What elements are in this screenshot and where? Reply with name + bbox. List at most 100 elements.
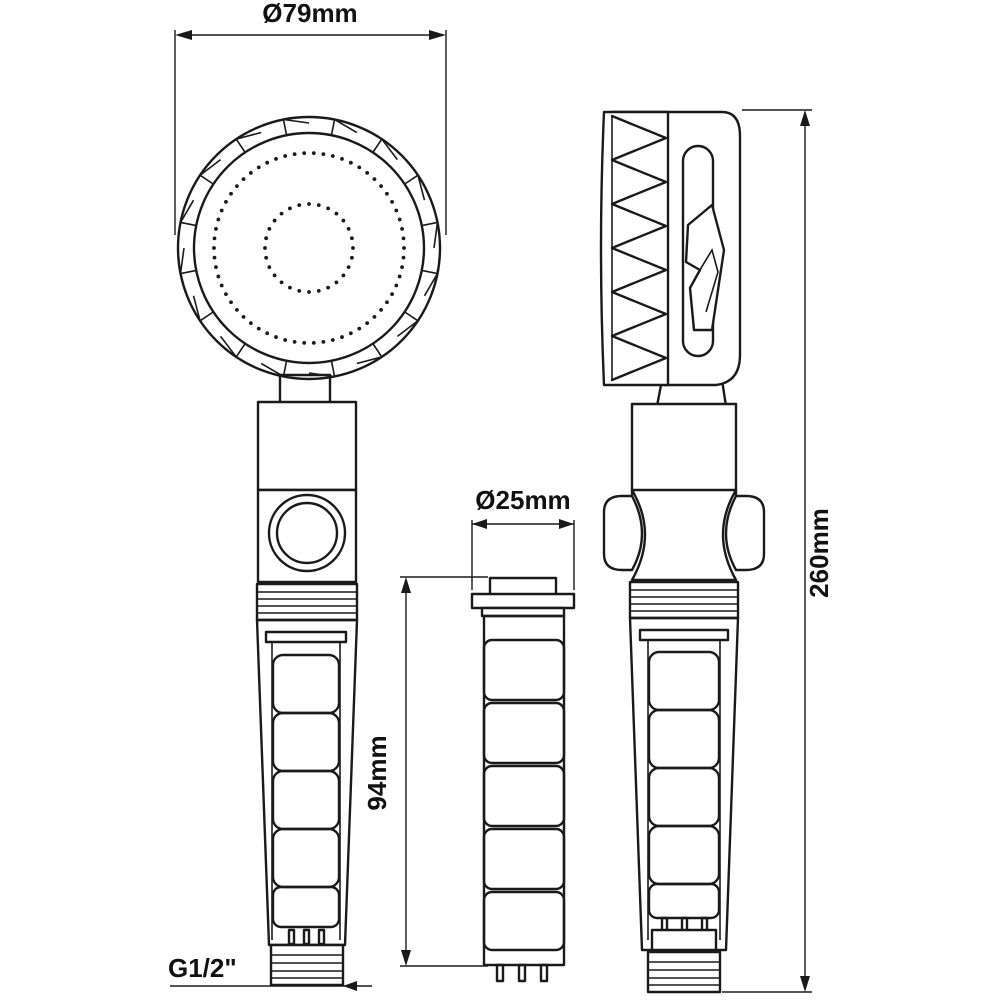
side-view <box>599 110 766 994</box>
side-button-right <box>724 494 766 572</box>
spray-nozzle-dot <box>302 340 307 345</box>
spray-nozzle-dot <box>341 273 346 278</box>
bezel-tick <box>199 311 214 322</box>
bezel-tick <box>199 174 214 185</box>
filter-diameter-label: Ø25mm <box>475 485 570 515</box>
spray-nozzle-dot <box>214 226 218 231</box>
bezel-tick <box>404 174 419 185</box>
g12-connector <box>269 943 345 987</box>
filter-housing <box>255 618 359 947</box>
spray-nozzle-dot <box>326 206 330 211</box>
bezel-tick <box>330 119 336 136</box>
bezel-bevel <box>219 335 237 358</box>
spray-nozzle-dot <box>272 273 277 278</box>
spray-nozzle-dot <box>346 265 351 269</box>
spray-nozzle-dot <box>402 246 406 250</box>
filter-cartridge <box>470 576 576 983</box>
thread-label: G1/2" <box>168 953 237 983</box>
head-inner-ring <box>192 131 426 365</box>
filter-length-dimension: 94mm <box>362 576 488 967</box>
spray-nozzle-dot <box>214 265 218 270</box>
bezel-tick <box>372 343 383 358</box>
filter-beads <box>271 653 341 929</box>
spray-nozzle-dot <box>379 307 383 312</box>
spray-nozzle-dot <box>264 236 269 241</box>
side-head-face <box>599 110 670 387</box>
spray-nozzle-dot <box>311 340 316 345</box>
bezel-tick <box>372 138 383 153</box>
bezel-bevel <box>308 372 335 378</box>
spray-nozzle-dot <box>326 285 330 290</box>
bezel-bevel <box>199 158 222 176</box>
side-button-left <box>602 494 644 572</box>
spray-nozzle-dot <box>241 177 246 182</box>
spray-nozzle-dot <box>316 288 321 293</box>
spray-nozzle-dot <box>357 165 362 170</box>
bezel-bevel <box>334 118 358 134</box>
handle-upper <box>256 400 358 492</box>
spray-nozzle-dot <box>330 154 335 158</box>
spray-nozzle-dot <box>349 236 354 241</box>
spray-nozzle-dot <box>330 338 335 342</box>
thread-dimension: G1/2" <box>168 953 372 991</box>
side-thread <box>628 580 740 620</box>
spray-nozzle-dot <box>397 274 402 279</box>
filter-length-label: 94mm <box>362 735 392 810</box>
spray-nozzle-dot <box>390 292 394 297</box>
spray-nozzle-dot <box>267 265 272 269</box>
bezel-tick <box>282 119 288 136</box>
spray-nozzle-dot <box>265 160 270 165</box>
side-button-body <box>630 488 738 582</box>
spray-nozzle-dot <box>357 326 362 331</box>
spray-nozzle-dot <box>216 274 221 279</box>
spray-nozzles <box>212 151 406 345</box>
total-length-dimension: 260mm <box>722 109 834 993</box>
spray-nozzle-dot <box>372 177 377 182</box>
spray-nozzle-dot <box>321 152 326 156</box>
spray-nozzle-dot <box>394 208 399 213</box>
bezel-tick <box>180 269 197 275</box>
bezel-tick <box>235 138 246 153</box>
spray-nozzle-dot <box>241 314 246 319</box>
spray-nozzle-dot <box>394 283 399 288</box>
spray-nozzle-dot <box>349 255 354 260</box>
spray-nozzle-dot <box>288 206 292 211</box>
spray-nozzle-dot <box>365 321 370 326</box>
bezel-bevel <box>423 273 439 297</box>
spray-nozzle-dot <box>292 152 297 156</box>
spray-nozzle-dot <box>401 236 406 241</box>
spray-nozzle-dot <box>279 280 284 285</box>
side-bottom-ring <box>650 928 718 952</box>
spray-nozzle-dot <box>288 285 292 290</box>
spray-nozzle-dot <box>334 280 339 285</box>
spray-nozzle-dot <box>256 165 261 170</box>
cartridge-body <box>482 614 566 967</box>
cartridge-pins <box>495 963 549 983</box>
spray-nozzle-dot <box>321 340 326 344</box>
spray-nozzle-dot <box>297 203 302 208</box>
spray-nozzle-dot <box>265 331 270 336</box>
spray-nozzle-dot <box>212 255 217 260</box>
spray-nozzle-dot <box>348 331 353 336</box>
spray-nozzle-dot <box>219 283 224 288</box>
bezel-tick <box>235 343 246 358</box>
spray-nozzle-dot <box>224 199 228 204</box>
bezel-tick <box>421 269 438 275</box>
spray-nozzle-dot <box>219 208 224 213</box>
spray-nozzle-dot <box>346 227 351 231</box>
spray-nozzle-dot <box>334 211 339 216</box>
shower-head-face <box>176 115 442 381</box>
side-filter-cap <box>638 628 730 642</box>
bezel-bevel <box>396 320 419 338</box>
bezel-segments <box>179 118 439 378</box>
spray-nozzle-dot <box>302 151 307 156</box>
filter-bottom-pins <box>287 928 326 946</box>
head-diameter-dimension: Ø79mm <box>174 0 447 235</box>
spray-nozzle-dot <box>390 199 394 204</box>
bezel-tick <box>404 311 419 322</box>
spray-nozzle-dot <box>297 288 302 293</box>
spray-nozzle-dot <box>283 338 288 342</box>
spray-nozzle-dot <box>311 151 316 156</box>
bezel-bevel <box>381 138 399 161</box>
